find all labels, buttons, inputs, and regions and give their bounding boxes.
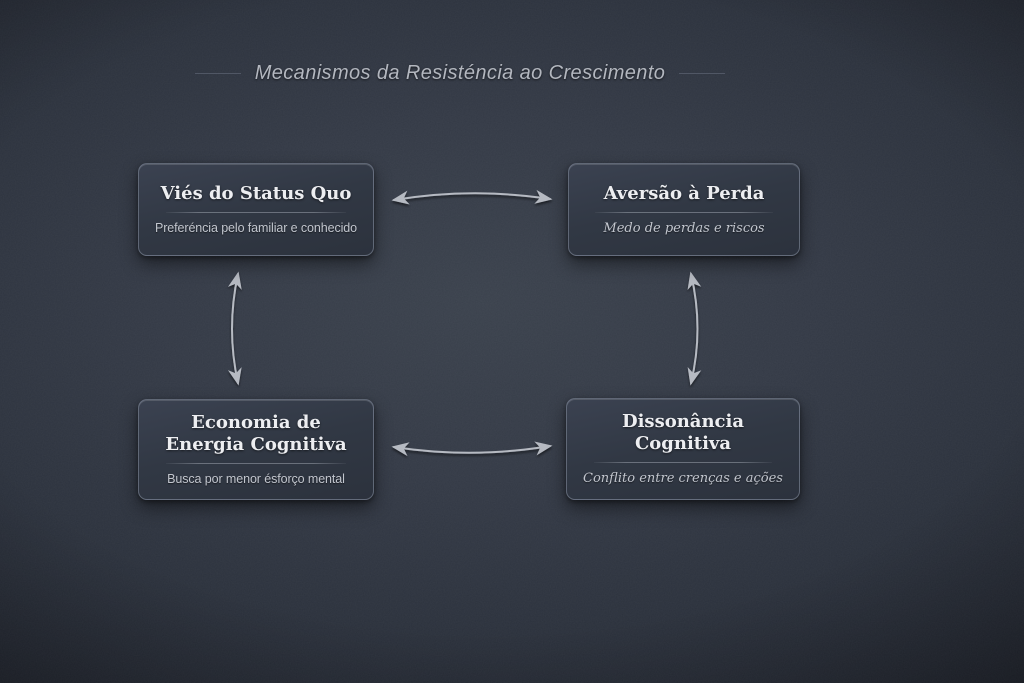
arrow-top-horizontal: [391, 189, 553, 205]
node-subtitle: Busca por menor ésforço mental: [167, 471, 345, 486]
title-left-rule: [194, 73, 241, 74]
node-dissonancia-cognitiva: Dissonância Cognitiva Conflito entre cre…: [566, 398, 800, 500]
node-subtitle: Medo de perdas e riscos: [603, 220, 765, 236]
node-economia-energia-cognitiva: Economia de Energia Cognitiva Busca por …: [138, 399, 374, 500]
node-divider: [165, 462, 347, 464]
diagram-header: Mecanismos da Resisténcia ao Crescimento: [0, 62, 920, 85]
node-divider: [165, 212, 347, 214]
node-divider: [595, 211, 773, 213]
node-title: Dissonância Cognitiva: [621, 411, 745, 454]
diagram-title: Mecanismos da Resisténcia ao Crescimento: [254, 62, 666, 84]
node-divider: [593, 461, 773, 463]
node-title: Economia de Energia Cognitiva: [165, 412, 347, 455]
arrow-left-vertical: [227, 271, 242, 386]
title-right-rule: [679, 73, 726, 74]
arrow-bottom-horizontal: [391, 441, 553, 457]
node-aversao-a-perda: Aversão à Perda Medo de perdas e riscos: [568, 163, 800, 256]
arrow-right-vertical: [687, 271, 702, 386]
node-subtitle: Preferéncia pelo familiar e conhecido: [155, 221, 357, 236]
node-vies-do-status-quo: Viés do Status Quo Preferéncia pelo fami…: [138, 163, 374, 256]
node-title: Aversão à Perda: [603, 182, 765, 204]
node-title: Viés do Status Quo: [160, 182, 352, 204]
node-subtitle: Conflito entre crenças e ações: [583, 470, 783, 486]
